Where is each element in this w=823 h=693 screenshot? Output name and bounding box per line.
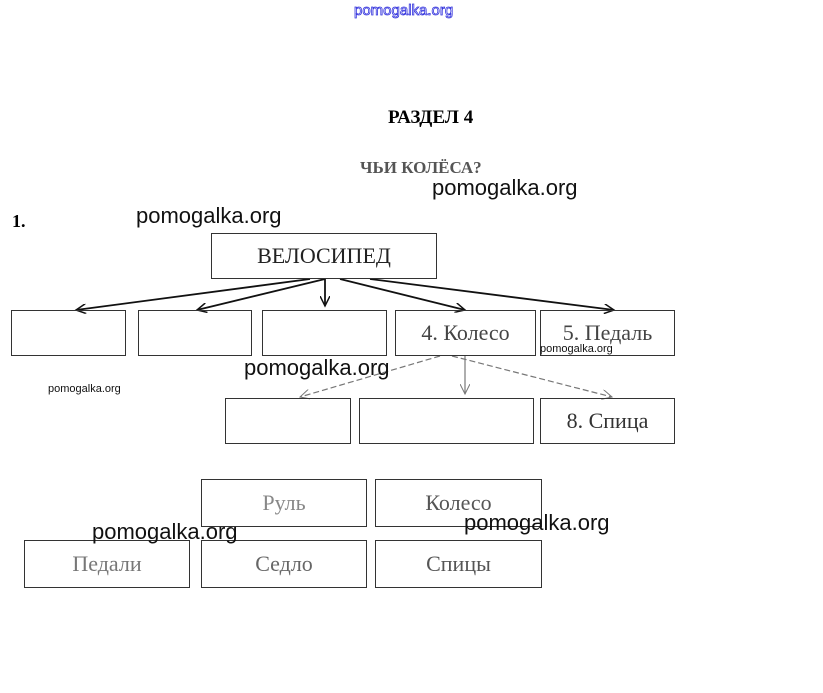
answer-box-3[interactable] xyxy=(262,310,387,356)
arrow xyxy=(451,355,612,397)
box-spoke: 8. Спица xyxy=(540,398,675,444)
watermark: pomogalka.org xyxy=(136,203,282,228)
answer-box-1[interactable] xyxy=(11,310,126,356)
word-card-saddle[interactable]: Седло xyxy=(201,540,367,588)
word-card-pedals[interactable]: Педали xyxy=(24,540,190,588)
watermark: pomogalka.org xyxy=(244,355,390,380)
arrow xyxy=(197,278,326,310)
watermark: pomogalka.org xyxy=(92,519,238,544)
word-card-wheel[interactable]: Колесо xyxy=(375,479,542,527)
watermark: pomogalka.org xyxy=(48,383,121,395)
watermark: pomogalka.org xyxy=(540,343,613,355)
answer-box-7[interactable] xyxy=(359,398,534,444)
answer-box-6[interactable] xyxy=(225,398,351,444)
word-card-spokes[interactable]: Спицы xyxy=(375,540,542,588)
arrow xyxy=(300,355,441,397)
arrow xyxy=(339,278,465,310)
watermark: pomogalka.org xyxy=(354,2,454,20)
root-box: ВЕЛОСИПЕД xyxy=(211,233,437,279)
box-pedal: 5. Педаль xyxy=(540,310,675,356)
task-number: 1. xyxy=(12,211,26,231)
page-title: ЧЬИ КОЛЁСА? xyxy=(360,158,482,177)
box-wheel: 4. Колесо xyxy=(395,310,536,356)
watermark: pomogalka.org xyxy=(432,175,578,200)
arrow xyxy=(76,278,311,310)
answer-box-2[interactable] xyxy=(138,310,252,356)
arrow xyxy=(369,278,614,310)
word-card-handlebar[interactable]: Руль xyxy=(201,479,367,527)
watermark: pomogalka.org xyxy=(464,510,610,535)
section-heading: РАЗДЕЛ 4 xyxy=(388,107,474,128)
